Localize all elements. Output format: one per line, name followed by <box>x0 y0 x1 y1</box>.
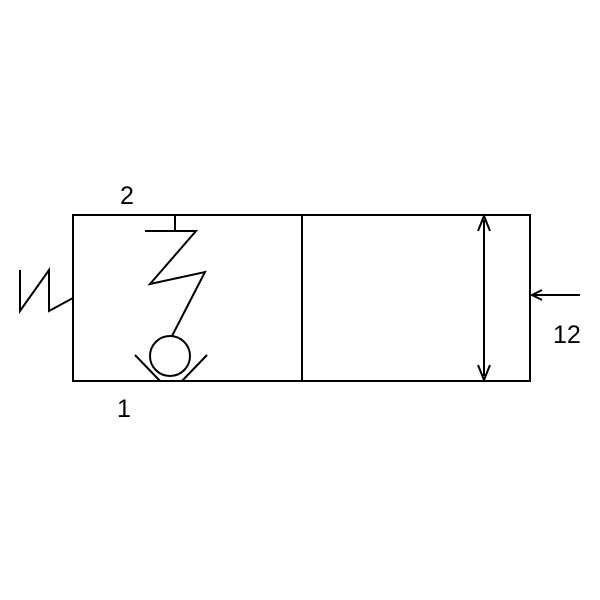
pilot-arrow-head-icon <box>529 289 543 301</box>
check-spring-icon <box>145 230 207 337</box>
arrow-head-up-icon <box>477 213 491 232</box>
right-position-box <box>301 214 531 382</box>
check-ball-icon <box>149 335 191 377</box>
port-1-label: 1 <box>117 395 131 423</box>
port-12-label: 12 <box>553 321 581 349</box>
check-seat-icon <box>134 354 208 382</box>
return-spring-icon <box>19 266 74 315</box>
port-2-label: 2 <box>120 182 134 210</box>
arrow-head-down-icon <box>477 364 491 383</box>
